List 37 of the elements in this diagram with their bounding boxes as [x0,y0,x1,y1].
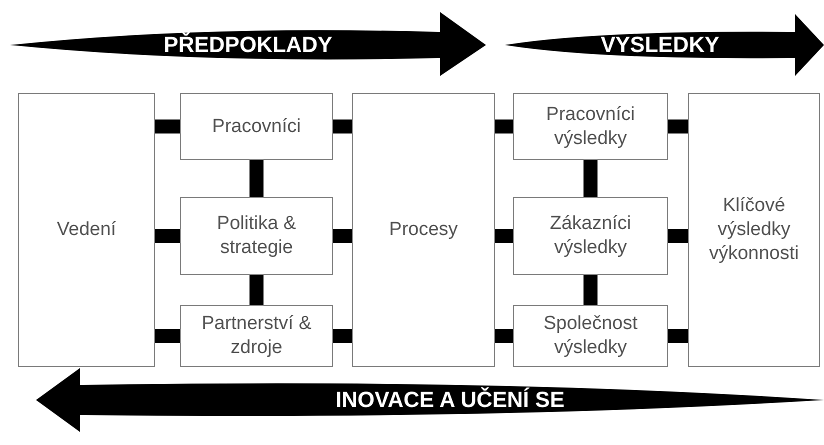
connector-bar [333,329,352,343]
process-box [180,305,333,367]
process-box [18,93,155,367]
connector-bar [250,275,264,305]
arrow-label: PŘEDPOKLADY [164,32,332,58]
process-box [180,93,333,160]
connector-bar [668,329,688,343]
connector-bar [250,160,264,197]
arrow-label: VYSLEDKY [600,32,720,58]
process-box [513,197,668,275]
arrow-label: INOVACE A UČENÍ SE [336,387,564,413]
connector-bar [668,229,688,243]
process-box [688,93,820,367]
box-label: Společnost výsledky [542,312,638,360]
connector-bar [155,329,180,343]
connector-bar [333,120,352,134]
connector-bar [584,275,598,305]
process-box [513,305,668,367]
connector-bar [668,120,688,134]
box-label: Politika & strategie [216,212,298,260]
connector-bar [495,229,513,243]
connector-bar [495,329,513,343]
box-label: Pracovníci [211,114,302,138]
process-box [180,197,333,275]
process-box [513,93,668,160]
box-label: Klíčové výsledky výkonnosti [708,194,800,266]
box-label: Vedení [56,218,118,242]
box-label: Zákazníci výsledky [548,212,632,260]
connector-bar [495,120,513,134]
connector-bar [155,120,180,134]
connector-bar [333,229,352,243]
connector-bar [584,160,598,197]
process-box [352,93,495,367]
box-label: Procesy [388,218,459,242]
connector-bar [155,229,180,243]
box-label: Pracovníci výsledky [545,102,636,150]
box-label: Partnerství & zdroje [200,312,312,360]
